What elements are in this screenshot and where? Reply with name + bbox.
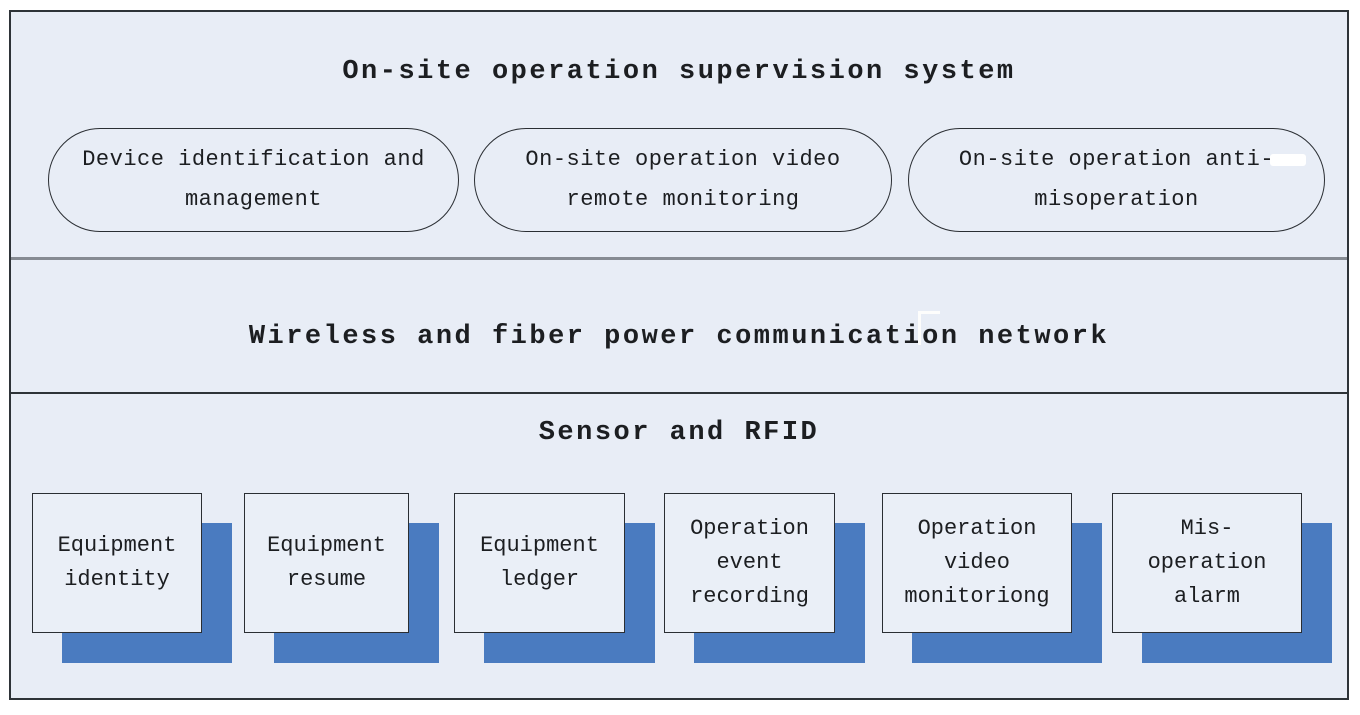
white-patch-artifact <box>1270 154 1306 166</box>
white-patch-artifact <box>918 311 940 345</box>
node-device-identification: Device identification and management <box>48 128 459 232</box>
sensor-box-operation-event-recording: Operation event recording <box>664 493 865 663</box>
diagram-panel: On-site operation supervision system Dev… <box>9 10 1349 700</box>
box-face: Equipment resume <box>244 493 409 633</box>
sensor-box-equipment-ledger: Equipment ledger <box>454 493 655 663</box>
box-face: Equipment ledger <box>454 493 625 633</box>
layer-divider-top <box>11 257 1347 260</box>
box-label: Equipment resume <box>267 533 386 592</box>
supervision-layer-title: On-site operation supervision system <box>342 57 1016 87</box>
box-label: Operation video monitoriong <box>904 516 1050 609</box>
box-label: Operation event recording <box>690 516 809 609</box>
box-label: Mis-operation alarm <box>1147 516 1267 609</box>
box-face: Operation video monitoriong <box>882 493 1072 633</box>
sensor-box-misoperation-alarm: Mis-operation alarm <box>1112 493 1332 663</box>
node-label: On-site operation video remote monitorin… <box>525 147 841 212</box>
node-label: On-site operation anti-misoperation <box>958 147 1275 212</box>
node-label: Device identification and management <box>82 147 425 212</box>
box-label: Equipment ledger <box>480 533 599 592</box>
layer-divider-bottom <box>11 392 1347 394</box>
sensor-box-equipment-resume: Equipment resume <box>244 493 439 663</box>
box-face: Operation event recording <box>664 493 835 633</box>
sensor-layer-title: Sensor and RFID <box>538 418 820 448</box>
box-face: Equipment identity <box>32 493 202 633</box>
box-face: Mis-operation alarm <box>1112 493 1302 633</box>
box-label: Equipment identity <box>57 533 177 592</box>
sensor-box-equipment-identity: Equipment identity <box>32 493 232 663</box>
node-video-remote-monitoring: On-site operation video remote monitorin… <box>474 128 892 232</box>
node-anti-misoperation: On-site operation anti-misoperation <box>908 128 1325 232</box>
network-layer-title: Wireless and fiber power communication n… <box>248 322 1110 352</box>
sensor-box-operation-video-monitoring: Operation video monitoriong <box>882 493 1102 663</box>
